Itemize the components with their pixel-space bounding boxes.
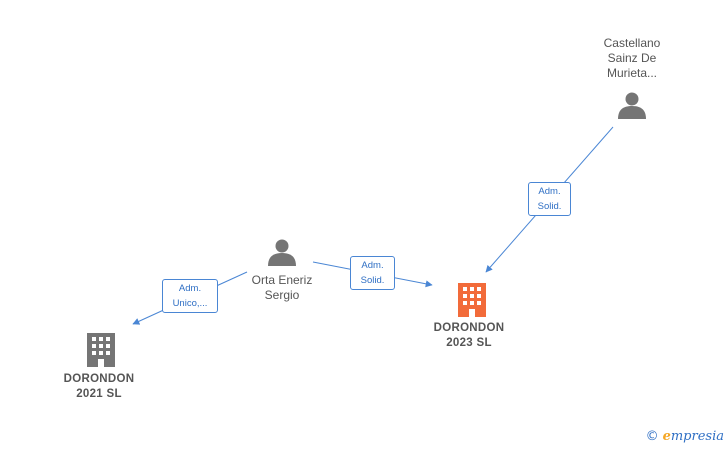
person-name[interactable]: Orta Eneriz Sergio bbox=[222, 273, 342, 303]
building-icon[interactable] bbox=[458, 283, 486, 317]
person-icon[interactable] bbox=[268, 239, 296, 267]
person-icon[interactable] bbox=[618, 92, 646, 120]
name-line: Castellano bbox=[603, 36, 661, 50]
person-castellano[interactable]: Castellano Sainz De Murieta... bbox=[572, 36, 692, 81]
company-name[interactable]: DORONDON 2021 SL bbox=[39, 372, 159, 402]
edge-label-orta-to-dorondon-2021[interactable]: Adm. Unico,... bbox=[162, 279, 218, 313]
empresia-watermark[interactable]: ©empresia bbox=[646, 429, 724, 444]
brand-initial: e bbox=[662, 429, 671, 444]
brand-name: mpresia bbox=[670, 429, 724, 444]
name-line: Sergio bbox=[264, 288, 300, 302]
building-icon[interactable] bbox=[87, 333, 115, 367]
name-line: DORONDON bbox=[63, 373, 135, 385]
company-name[interactable]: DORONDON 2023 SL bbox=[409, 321, 529, 351]
company-dorondon-2023[interactable]: DORONDON 2023 SL bbox=[409, 321, 529, 351]
person-name[interactable]: Castellano Sainz De Murieta... bbox=[572, 36, 692, 81]
edge-label-castellano-to-dorondon-2023[interactable]: Adm. Solid. bbox=[528, 182, 571, 216]
role-line: Adm. bbox=[361, 260, 384, 271]
name-line: Murieta... bbox=[606, 66, 657, 80]
role-line: Solid. bbox=[537, 201, 562, 212]
role-line: Solid. bbox=[360, 275, 385, 286]
role-line: Adm. bbox=[178, 283, 202, 294]
name-line: 2021 SL bbox=[76, 388, 122, 400]
name-line: Sainz De bbox=[607, 51, 657, 65]
name-line: DORONDON bbox=[433, 322, 505, 334]
edge-label-orta-to-dorondon-2023[interactable]: Adm. Solid. bbox=[350, 256, 395, 290]
name-line: 2023 SL bbox=[446, 337, 492, 349]
role-line: Unico,... bbox=[172, 298, 208, 309]
role-line: Adm. bbox=[538, 186, 561, 197]
person-orta[interactable]: Orta Eneriz Sergio bbox=[222, 273, 342, 303]
company-dorondon-2021[interactable]: DORONDON 2021 SL bbox=[39, 372, 159, 402]
name-line: Orta Eneriz bbox=[251, 273, 313, 287]
copyright-symbol: © bbox=[645, 429, 659, 444]
